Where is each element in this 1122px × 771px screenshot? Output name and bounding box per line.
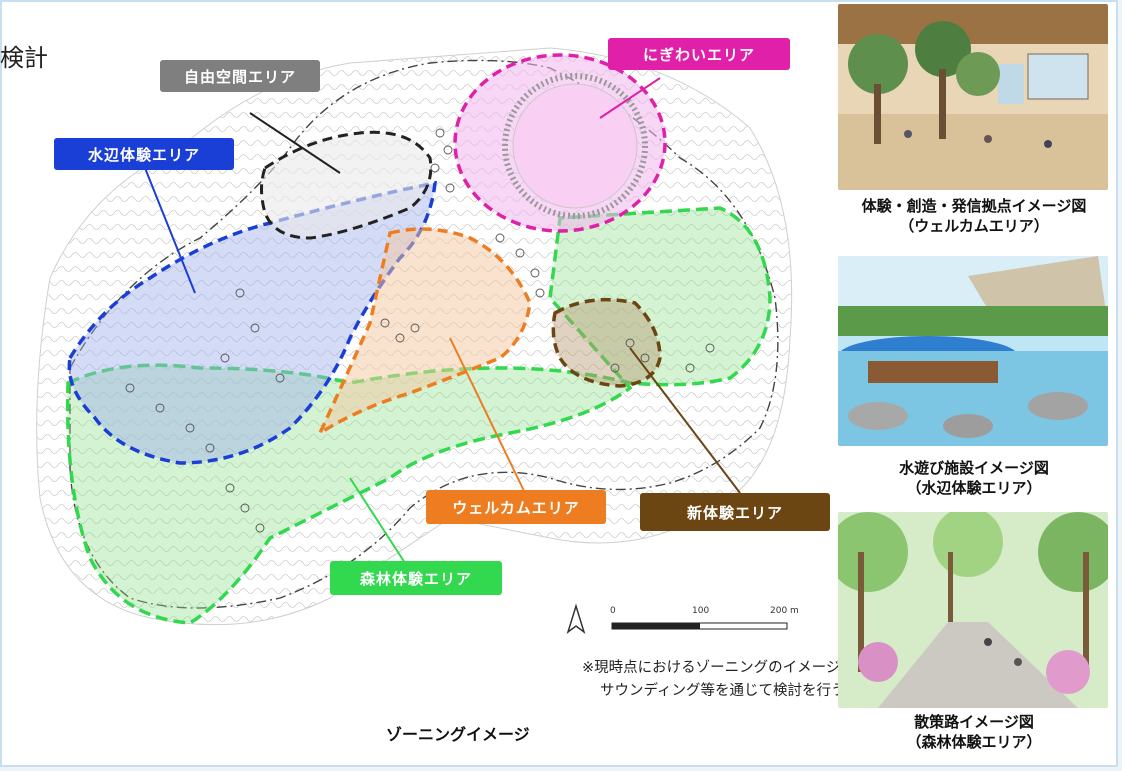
leader-free xyxy=(249,112,341,174)
label-waterside: 水辺体験エリア xyxy=(54,138,234,170)
leader-welcome xyxy=(449,337,526,494)
partial-text: 検計 xyxy=(0,44,48,72)
photo-forest xyxy=(838,512,1108,708)
photo-water-title: 水遊び施設イメージ図 xyxy=(899,459,1049,477)
stadium-stands xyxy=(502,73,648,219)
zone-welcome xyxy=(315,227,532,438)
stadium xyxy=(512,83,638,209)
photo-water xyxy=(838,256,1108,446)
photo-forest-image xyxy=(838,512,1108,708)
leader-new-exp xyxy=(629,347,741,494)
map-svg xyxy=(36,47,793,634)
photo-water-image xyxy=(838,256,1108,446)
tree-dots xyxy=(125,128,715,533)
scale-bar xyxy=(611,622,788,630)
photo-welcome xyxy=(838,4,1108,190)
leader-lively xyxy=(599,77,661,119)
note-line2: サウンディング等を通じて検討を行う。 xyxy=(600,683,860,700)
label-lively: にぎわいエリア xyxy=(608,38,790,70)
photo-water-caption: 水遊び施設イメージ図 （水辺体験エリア） xyxy=(826,458,1122,499)
photo-water-sub: （水辺体験エリア） xyxy=(906,479,1042,498)
photo-forest-caption: 散策路イメージ図 （森林体験エリア） xyxy=(826,712,1122,753)
photo-welcome-title: 体験・創造・発信拠点イメージ図 xyxy=(861,197,1087,215)
label-new-exp: 新体験エリア xyxy=(640,493,830,531)
scale-0: 0 xyxy=(610,606,616,616)
scale-200: 200 m xyxy=(770,606,799,616)
site-boundary xyxy=(69,59,779,609)
leader-forest xyxy=(349,477,406,564)
zoning-map: 自由空間エリア にぎわいエリア 水辺体験エリア ウェルカムエリア 新体験エリア … xyxy=(30,38,830,643)
photo-forest-sub: （森林体験エリア） xyxy=(906,733,1042,752)
north-arrow-icon xyxy=(566,603,586,634)
scale-100: 100 xyxy=(692,606,710,616)
photo-forest-title: 散策路イメージ図 xyxy=(914,713,1034,731)
zone-free xyxy=(260,130,433,240)
map-caption: ゾーニングイメージ xyxy=(386,725,530,744)
label-forest: 森林体験エリア xyxy=(330,561,502,595)
zone-waterside xyxy=(67,180,438,465)
photo-welcome-sub: （ウェルカムエリア） xyxy=(899,217,1049,236)
label-welcome: ウェルカムエリア xyxy=(426,490,606,524)
label-free: 自由空間エリア xyxy=(160,60,320,92)
photo-welcome-caption: 体験・創造・発信拠点イメージ図 （ウェルカムエリア） xyxy=(826,196,1122,237)
leader-waterside xyxy=(144,167,196,294)
photo-welcome-image xyxy=(838,4,1108,190)
